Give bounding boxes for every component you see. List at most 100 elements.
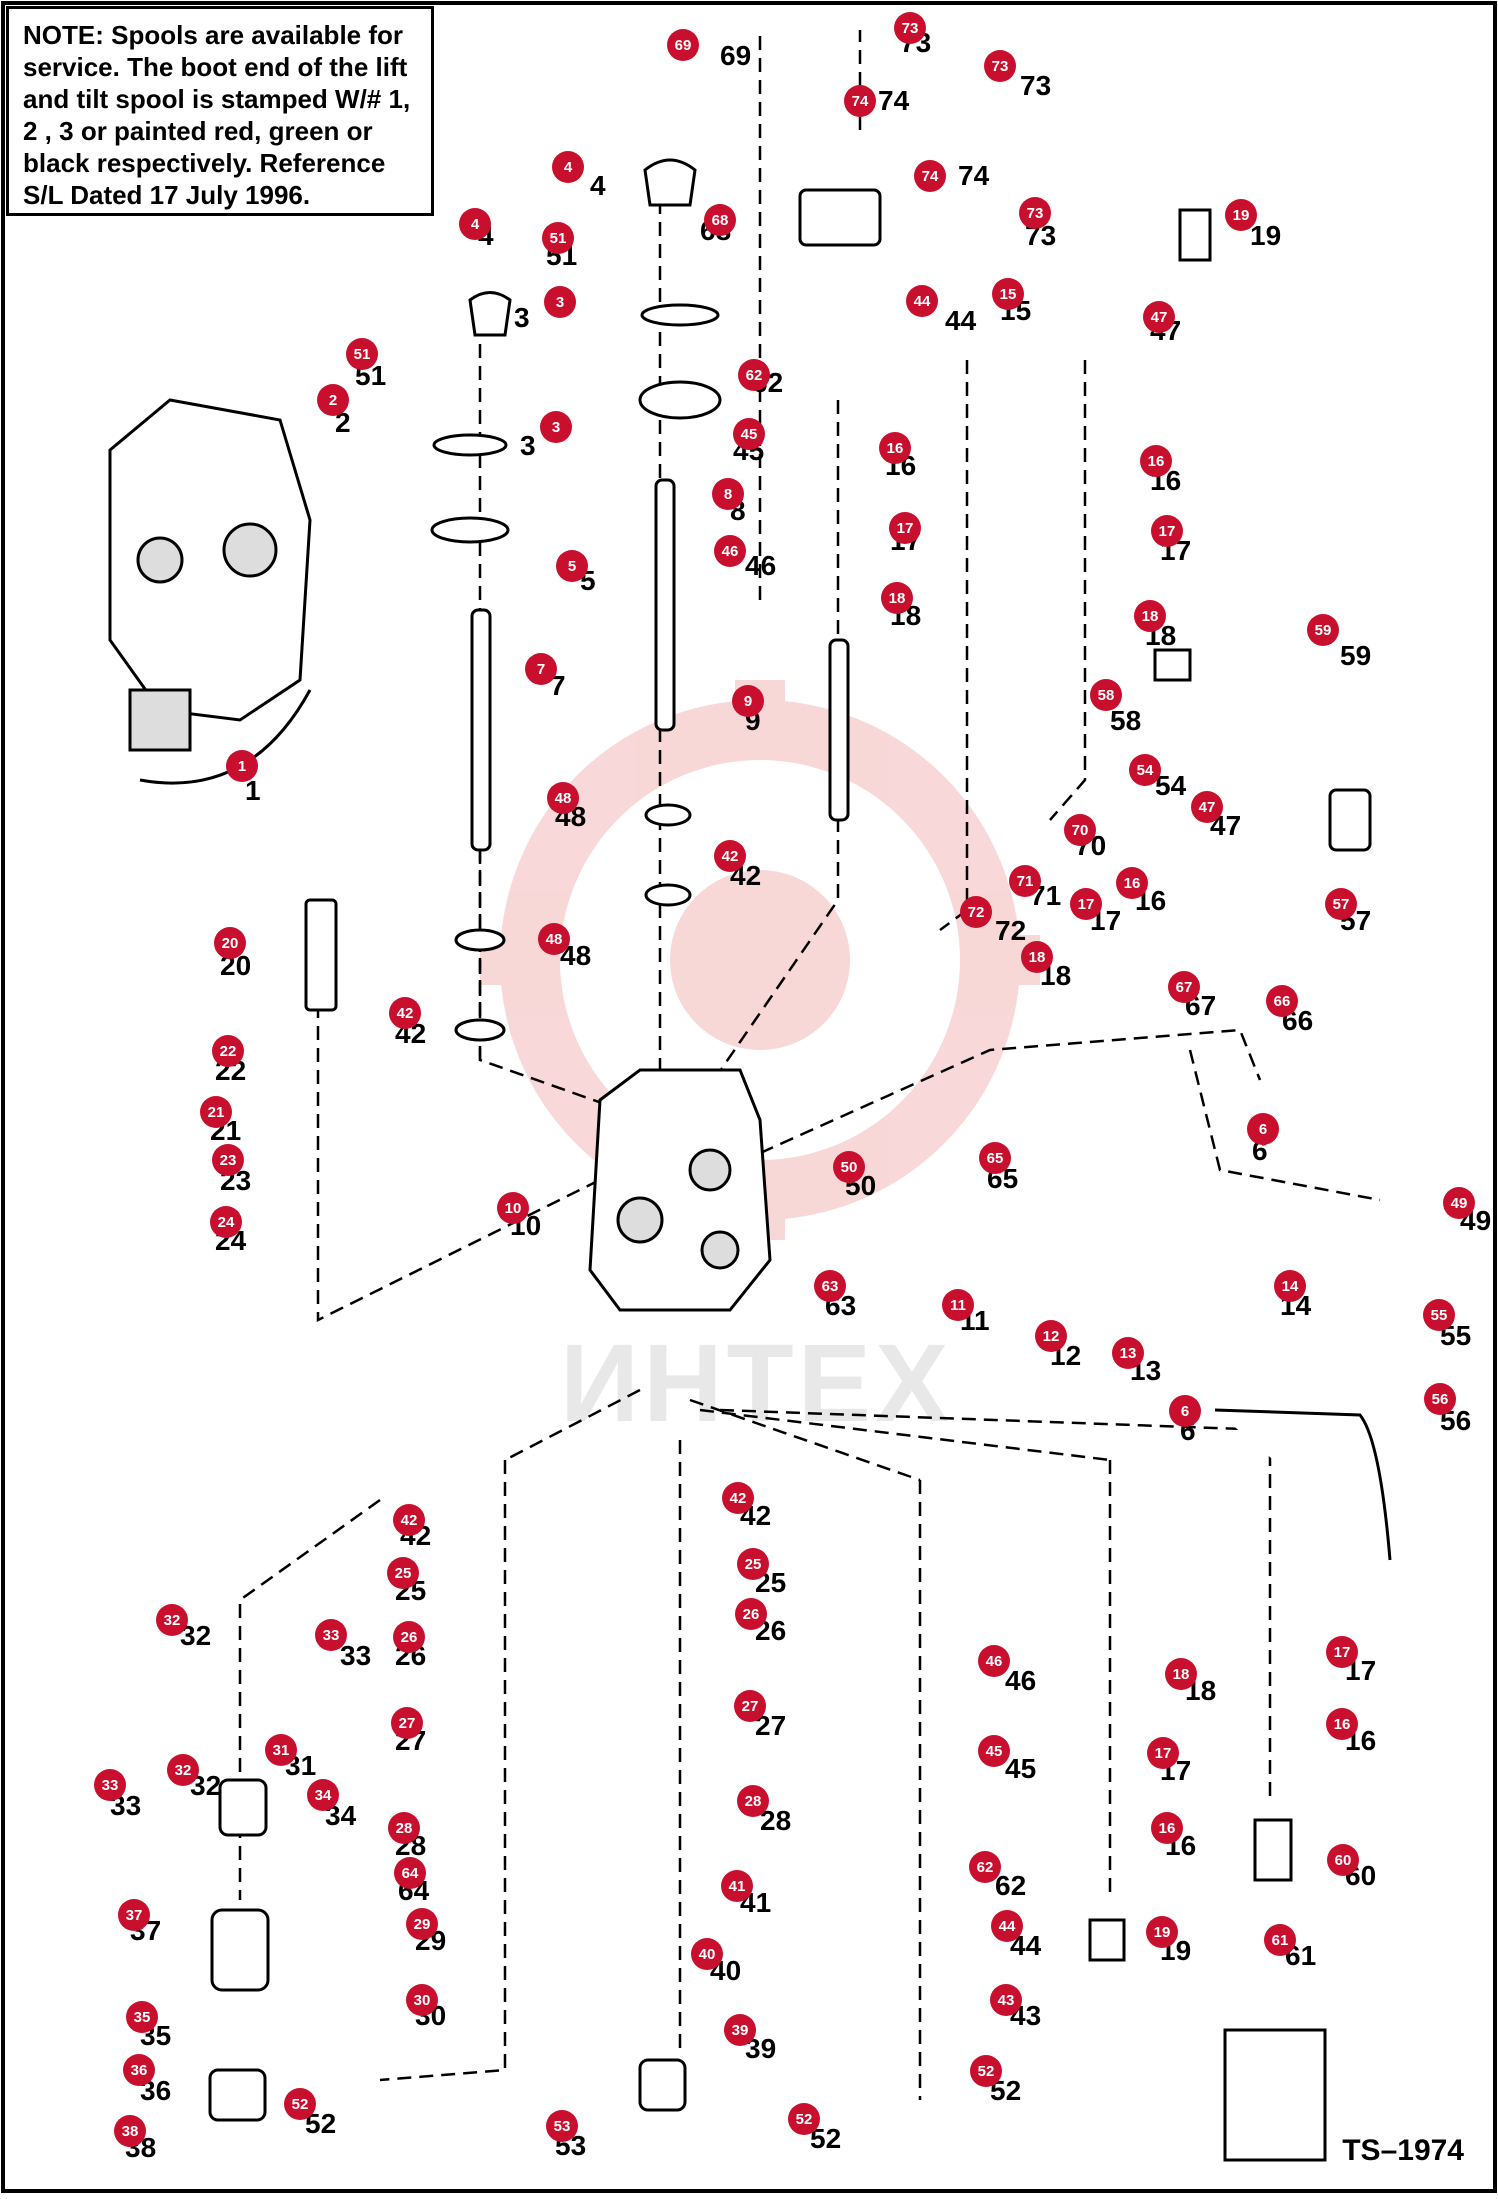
- callout-badge: [738, 359, 770, 391]
- callout-badge: [94, 1769, 126, 1801]
- callout-badge-number: 55: [1431, 1307, 1448, 1324]
- note-label: NOTE:: [23, 20, 104, 50]
- callout-badge: [546, 2110, 578, 2142]
- part-number-label: 72: [995, 915, 1026, 946]
- callout-badge-number: 46: [986, 1653, 1003, 1670]
- callout-badge-number: 3: [552, 419, 560, 436]
- part-number-label: 4: [590, 170, 606, 201]
- callout-badge-number: 45: [986, 1743, 1003, 1760]
- callout-badge-number: 42: [401, 1512, 418, 1529]
- callout-badge: [722, 1482, 754, 1514]
- callout-badge-number: 16: [1159, 1820, 1176, 1837]
- callout-badge-number: 51: [354, 346, 371, 363]
- part-number-label: 3: [520, 430, 536, 461]
- callout-badge: [970, 2055, 1002, 2087]
- callout-badge: [1146, 1916, 1178, 1948]
- callout-badge-number: 52: [292, 2096, 309, 2113]
- callout-badge: [552, 151, 584, 183]
- callout-badge: [978, 1735, 1010, 1767]
- callout-badge-number: 2: [329, 392, 337, 409]
- callout-badge: [1264, 1924, 1296, 1956]
- callout-badge: [556, 550, 588, 582]
- callout-badge-number: 29: [414, 1916, 431, 1933]
- watermark-text: ИНТЕХ: [560, 1322, 953, 1445]
- callout-badge: [1423, 1299, 1455, 1331]
- callout-badge: [497, 1192, 529, 1224]
- spools: [470, 478, 850, 852]
- callout-badge: [1247, 1113, 1279, 1145]
- callout-badge-number: 17: [1334, 1644, 1351, 1661]
- callout-badge-number: 68: [712, 212, 729, 229]
- callout-badge-number: 26: [401, 1629, 418, 1646]
- callout-badge: [1019, 197, 1051, 229]
- callout-badge-number: 61: [1272, 1932, 1289, 1949]
- callout-badge-number: 16: [1124, 875, 1141, 892]
- callout-badge: [1134, 600, 1166, 632]
- callout-badge: [1274, 1270, 1306, 1302]
- callout-badge-number: 15: [1000, 286, 1017, 303]
- callout-badge-number: 23: [220, 1152, 237, 1169]
- callout-badge-number: 47: [1151, 309, 1168, 326]
- callout-badge: [712, 478, 744, 510]
- callout-badge: [1147, 1737, 1179, 1769]
- callout-badge-number: 43: [998, 1992, 1015, 2009]
- part-number-label: 19: [1250, 220, 1281, 251]
- callout-badge-number: 65: [987, 1150, 1004, 1167]
- callout-badge-number: 51: [550, 230, 567, 247]
- callout-badge-number: 18: [889, 590, 906, 607]
- callout-badge: [1225, 199, 1257, 231]
- callout-badge-number: 56: [1432, 1391, 1449, 1408]
- callout-badge-number: 66: [1274, 993, 1291, 1010]
- callout-badge-number: 42: [397, 1005, 414, 1022]
- callout-badge-number: 18: [1173, 1666, 1190, 1683]
- callout-badge: [406, 1908, 438, 1940]
- callout-badge-number: 74: [922, 168, 939, 185]
- callout-badge-number: 17: [897, 520, 914, 537]
- callout-badge: [459, 208, 491, 240]
- callout-badge: [542, 222, 574, 254]
- callout-badge-number: 22: [220, 1043, 237, 1060]
- callout-badge-number: 27: [742, 1698, 759, 1715]
- callout-badge-number: 63: [822, 1278, 839, 1295]
- callout-badge-number: 50: [841, 1159, 858, 1176]
- callout-badge: [724, 2014, 756, 2046]
- part-number-label: 69: [720, 40, 751, 71]
- callout-badge: [1116, 867, 1148, 899]
- part-number-label: 74: [878, 85, 910, 116]
- callout-badge: [1070, 888, 1102, 920]
- part-number-label: 59: [1340, 640, 1371, 671]
- callout-badge-number: 74: [852, 93, 869, 110]
- callout-badge-number: 12: [1043, 1328, 1060, 1345]
- callout-badge: [547, 782, 579, 814]
- callout-badge-number: 38: [122, 2123, 139, 2140]
- callout-badge: [734, 1690, 766, 1722]
- callout-badge-number: 17: [1155, 1745, 1172, 1762]
- callout-badge: [156, 1604, 188, 1636]
- callout-badge-number: 48: [555, 790, 572, 807]
- callout-badge-number: 27: [399, 1715, 416, 1732]
- note-paragraph: NOTE: Spools are available for service. …: [23, 19, 417, 211]
- callout-badge-number: 17: [1078, 896, 1095, 913]
- callout-badge: [991, 1910, 1023, 1942]
- callout-badge: [393, 1504, 425, 1536]
- callout-badge-number: 45: [741, 426, 758, 443]
- callout-badge-number: 39: [732, 2022, 749, 2039]
- callout-badge-number: 41: [729, 1878, 746, 1895]
- callout-badge: [667, 29, 699, 61]
- part-number-label: 73: [1020, 70, 1051, 101]
- note-box: NOTE: Spools are available for service. …: [6, 6, 434, 216]
- callout-badge-number: 7: [537, 661, 545, 678]
- assembly-lines: [238, 30, 1381, 2100]
- callout-badge-number: 42: [730, 1490, 747, 1507]
- callout-badge-number: 46: [722, 543, 739, 560]
- callout-badge: [1307, 614, 1339, 646]
- callout-badge-number: 1: [238, 758, 246, 775]
- callout-badge-number: 11: [950, 1297, 966, 1314]
- callout-badge-number: 8: [724, 486, 732, 503]
- callout-badge: [391, 1707, 423, 1739]
- callout-badge: [1424, 1383, 1456, 1415]
- callout-badge: [212, 1144, 244, 1176]
- callout-badge: [704, 204, 736, 236]
- callout-badge-number: 3: [556, 294, 564, 311]
- callout-badge-number: 57: [1333, 896, 1350, 913]
